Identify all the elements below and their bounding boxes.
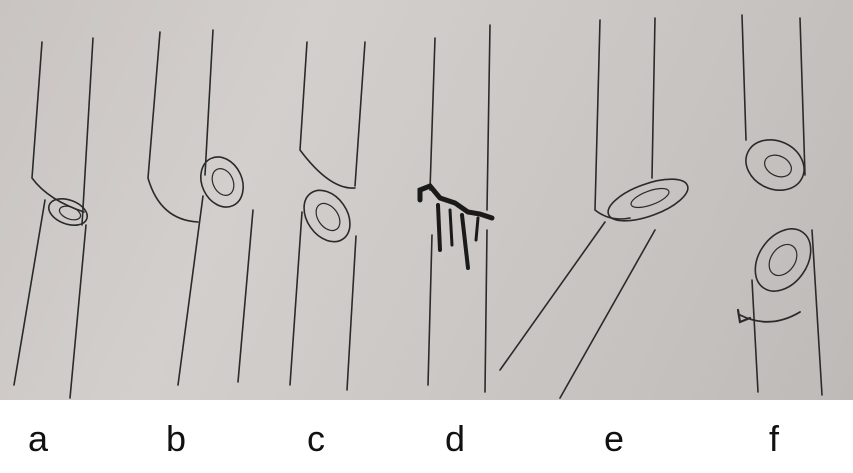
sketch-e xyxy=(500,18,693,398)
label-a: a xyxy=(28,418,48,460)
label-b: b xyxy=(166,418,186,460)
sketch-a xyxy=(14,38,93,398)
label-strip: a b c d e f xyxy=(0,400,853,473)
sketch-c xyxy=(290,42,365,390)
label-e: e xyxy=(604,418,624,460)
fracture-sketches xyxy=(0,0,853,400)
sketch-d xyxy=(420,25,492,392)
sketch-b xyxy=(148,30,253,385)
sketch-f xyxy=(738,15,822,395)
label-d: d xyxy=(445,418,465,460)
label-c: c xyxy=(307,418,325,460)
label-f: f xyxy=(769,418,779,460)
